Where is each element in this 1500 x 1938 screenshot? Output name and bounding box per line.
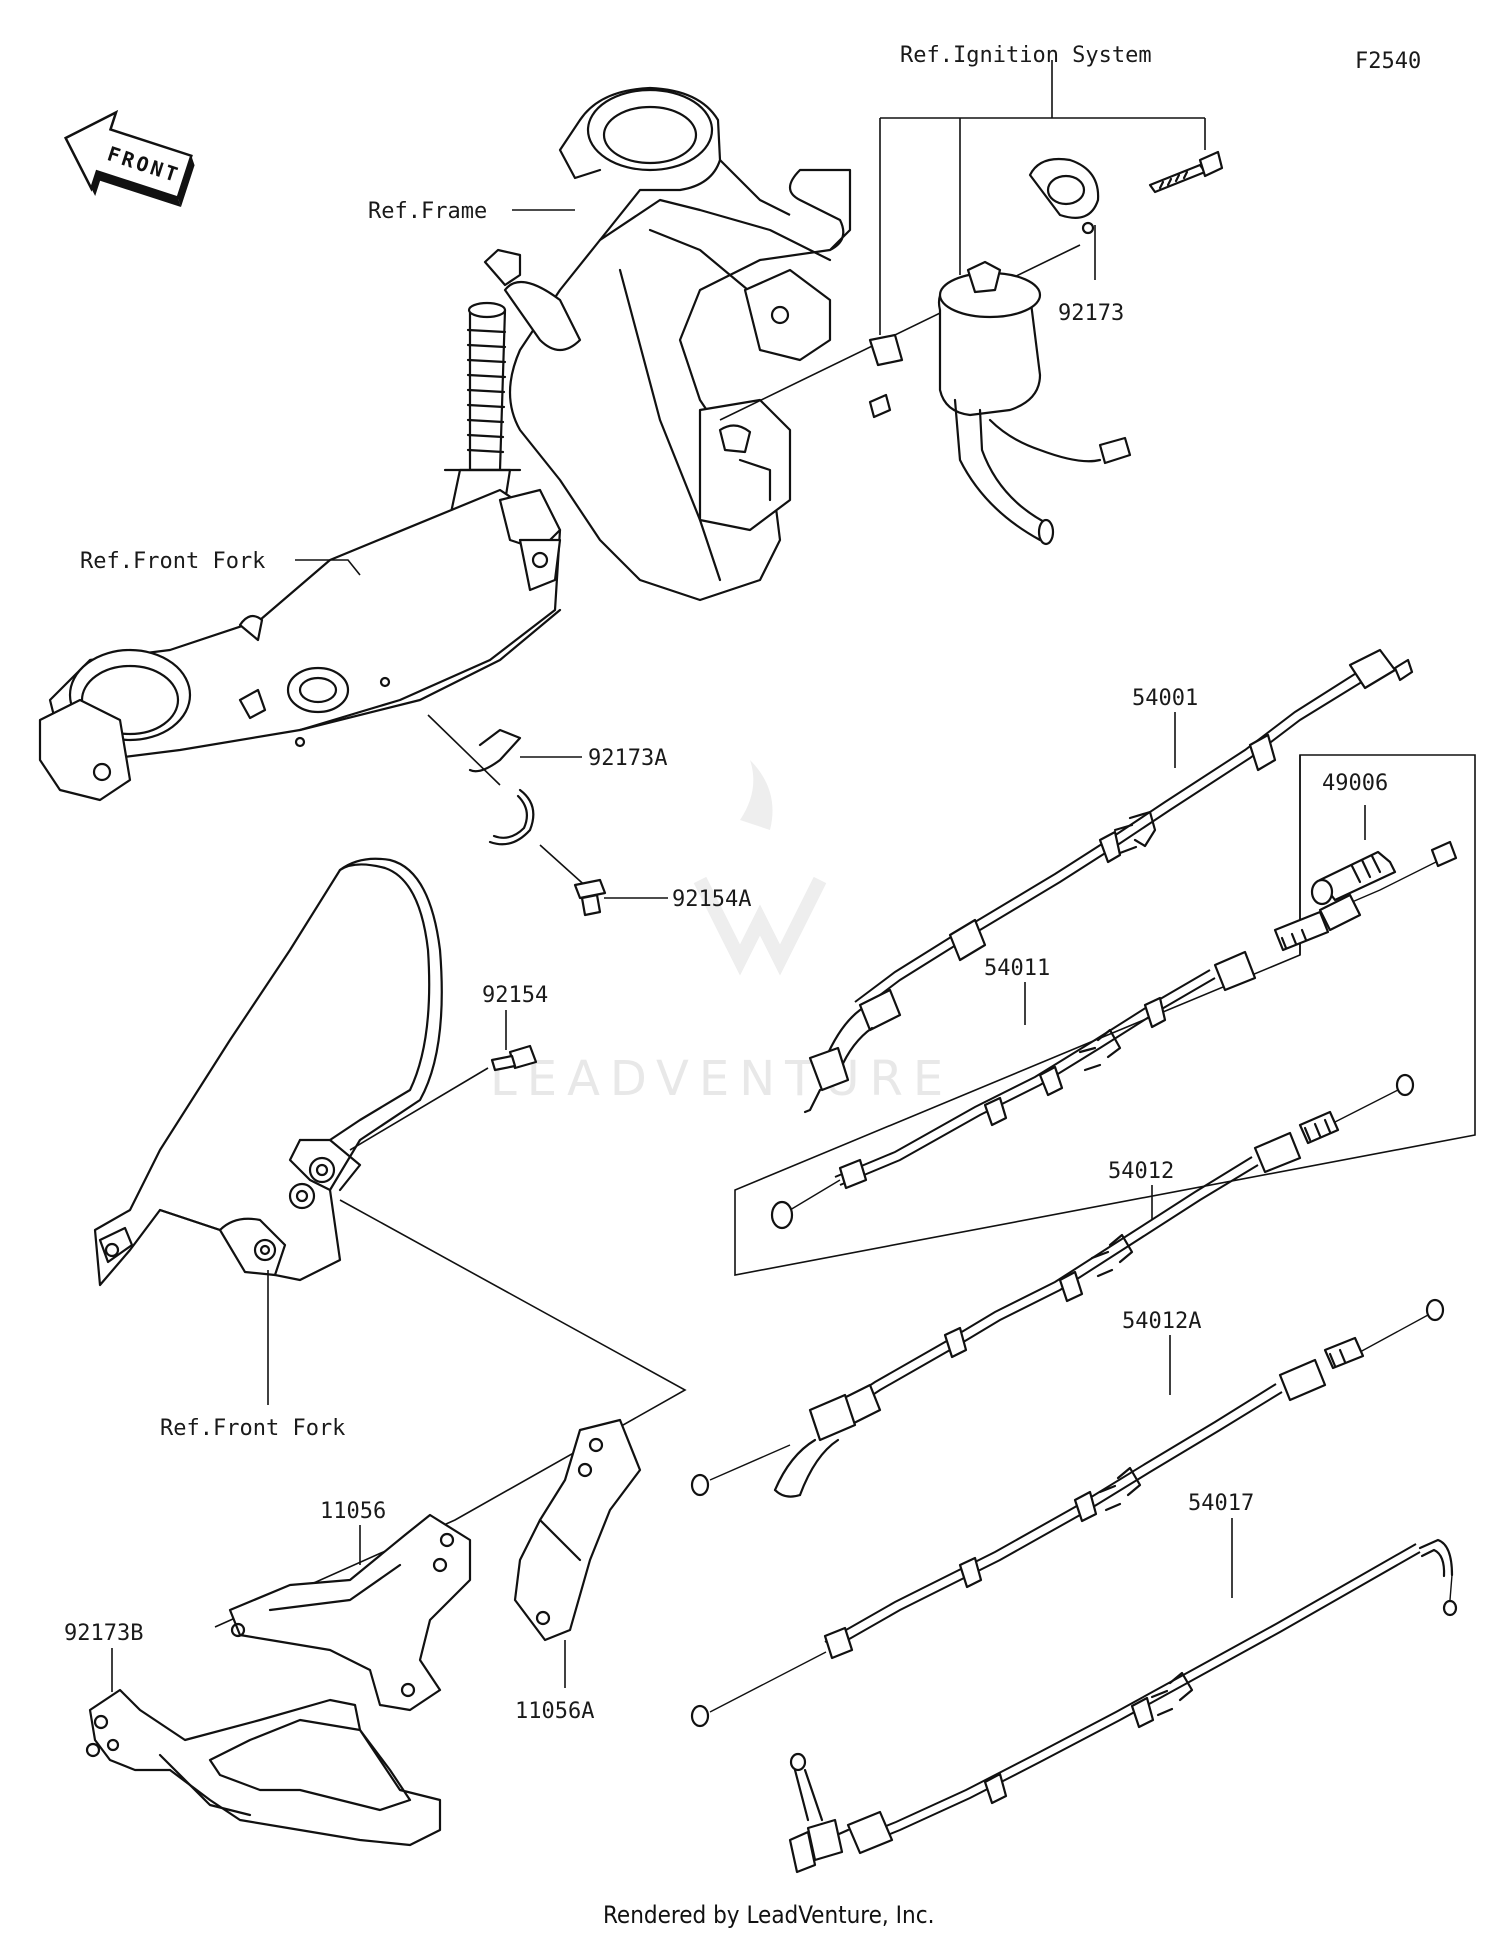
ref-front-fork-upper-label: Ref.Front Fork — [80, 549, 265, 574]
cable-54011-drawing — [770, 840, 1458, 1230]
fender-bracket-leader — [214, 1199, 687, 1628]
steering-stem-drawing — [38, 301, 562, 802]
cable-54012-drawing — [690, 1073, 1415, 1498]
bracket-11056-drawing — [228, 1513, 472, 1712]
ignition-coil-drawing — [719, 150, 1224, 546]
part-92154a-label: 92154A — [672, 887, 751, 912]
part-92173-label: 92173 — [1058, 301, 1124, 326]
part-11056a-label: 11056A — [515, 1699, 594, 1724]
cable-54017-drawing — [788, 1538, 1458, 1874]
watermark: LEADVENTURE — [490, 760, 953, 1107]
part-92173b-label: 92173B — [64, 1621, 143, 1646]
part-54012a-label: 54012A — [1122, 1309, 1201, 1334]
ref-front-fork-lower-label: Ref.Front Fork — [160, 1416, 345, 1441]
part-92154-label: 92154 — [482, 983, 548, 1008]
bracket-92173b-drawing — [85, 1688, 442, 1847]
part-92173a-label: 92173A — [588, 746, 667, 771]
footer-credit: Rendered by LeadVenture, Inc. — [603, 1901, 934, 1929]
part-54017-label: 54017 — [1188, 1491, 1254, 1516]
ignition-system-bracket — [879, 60, 1206, 335]
front-fender-drawing — [93, 857, 443, 1287]
ref-ignition-system-label: Ref.Ignition System — [900, 43, 1152, 68]
part-54012-label: 54012 — [1108, 1159, 1174, 1184]
hook-92173a-drawing — [427, 714, 607, 917]
bracket-11056a-drawing — [513, 1418, 642, 1642]
grommet-49006-drawing — [1310, 805, 1397, 906]
figure-id: F2540 — [1355, 49, 1421, 74]
ref-frame-label: Ref.Frame — [368, 199, 487, 224]
part-49006-label: 49006 — [1322, 771, 1388, 796]
cable-54012a-drawing — [690, 1298, 1445, 1728]
watermark-text: LEADVENTURE — [490, 1051, 953, 1107]
cable-54001-drawing — [803, 648, 1414, 1114]
part-11056-label: 11056 — [320, 1499, 386, 1524]
bolt-92154-drawing — [349, 1010, 538, 1151]
ref-front-fork-upper-leader — [295, 559, 361, 576]
cable-group-box — [734, 754, 1476, 1276]
part-54011-label: 54011 — [984, 956, 1050, 981]
part-54001-label: 54001 — [1132, 686, 1198, 711]
front-arrow-icon: FRONT — [63, 109, 195, 208]
